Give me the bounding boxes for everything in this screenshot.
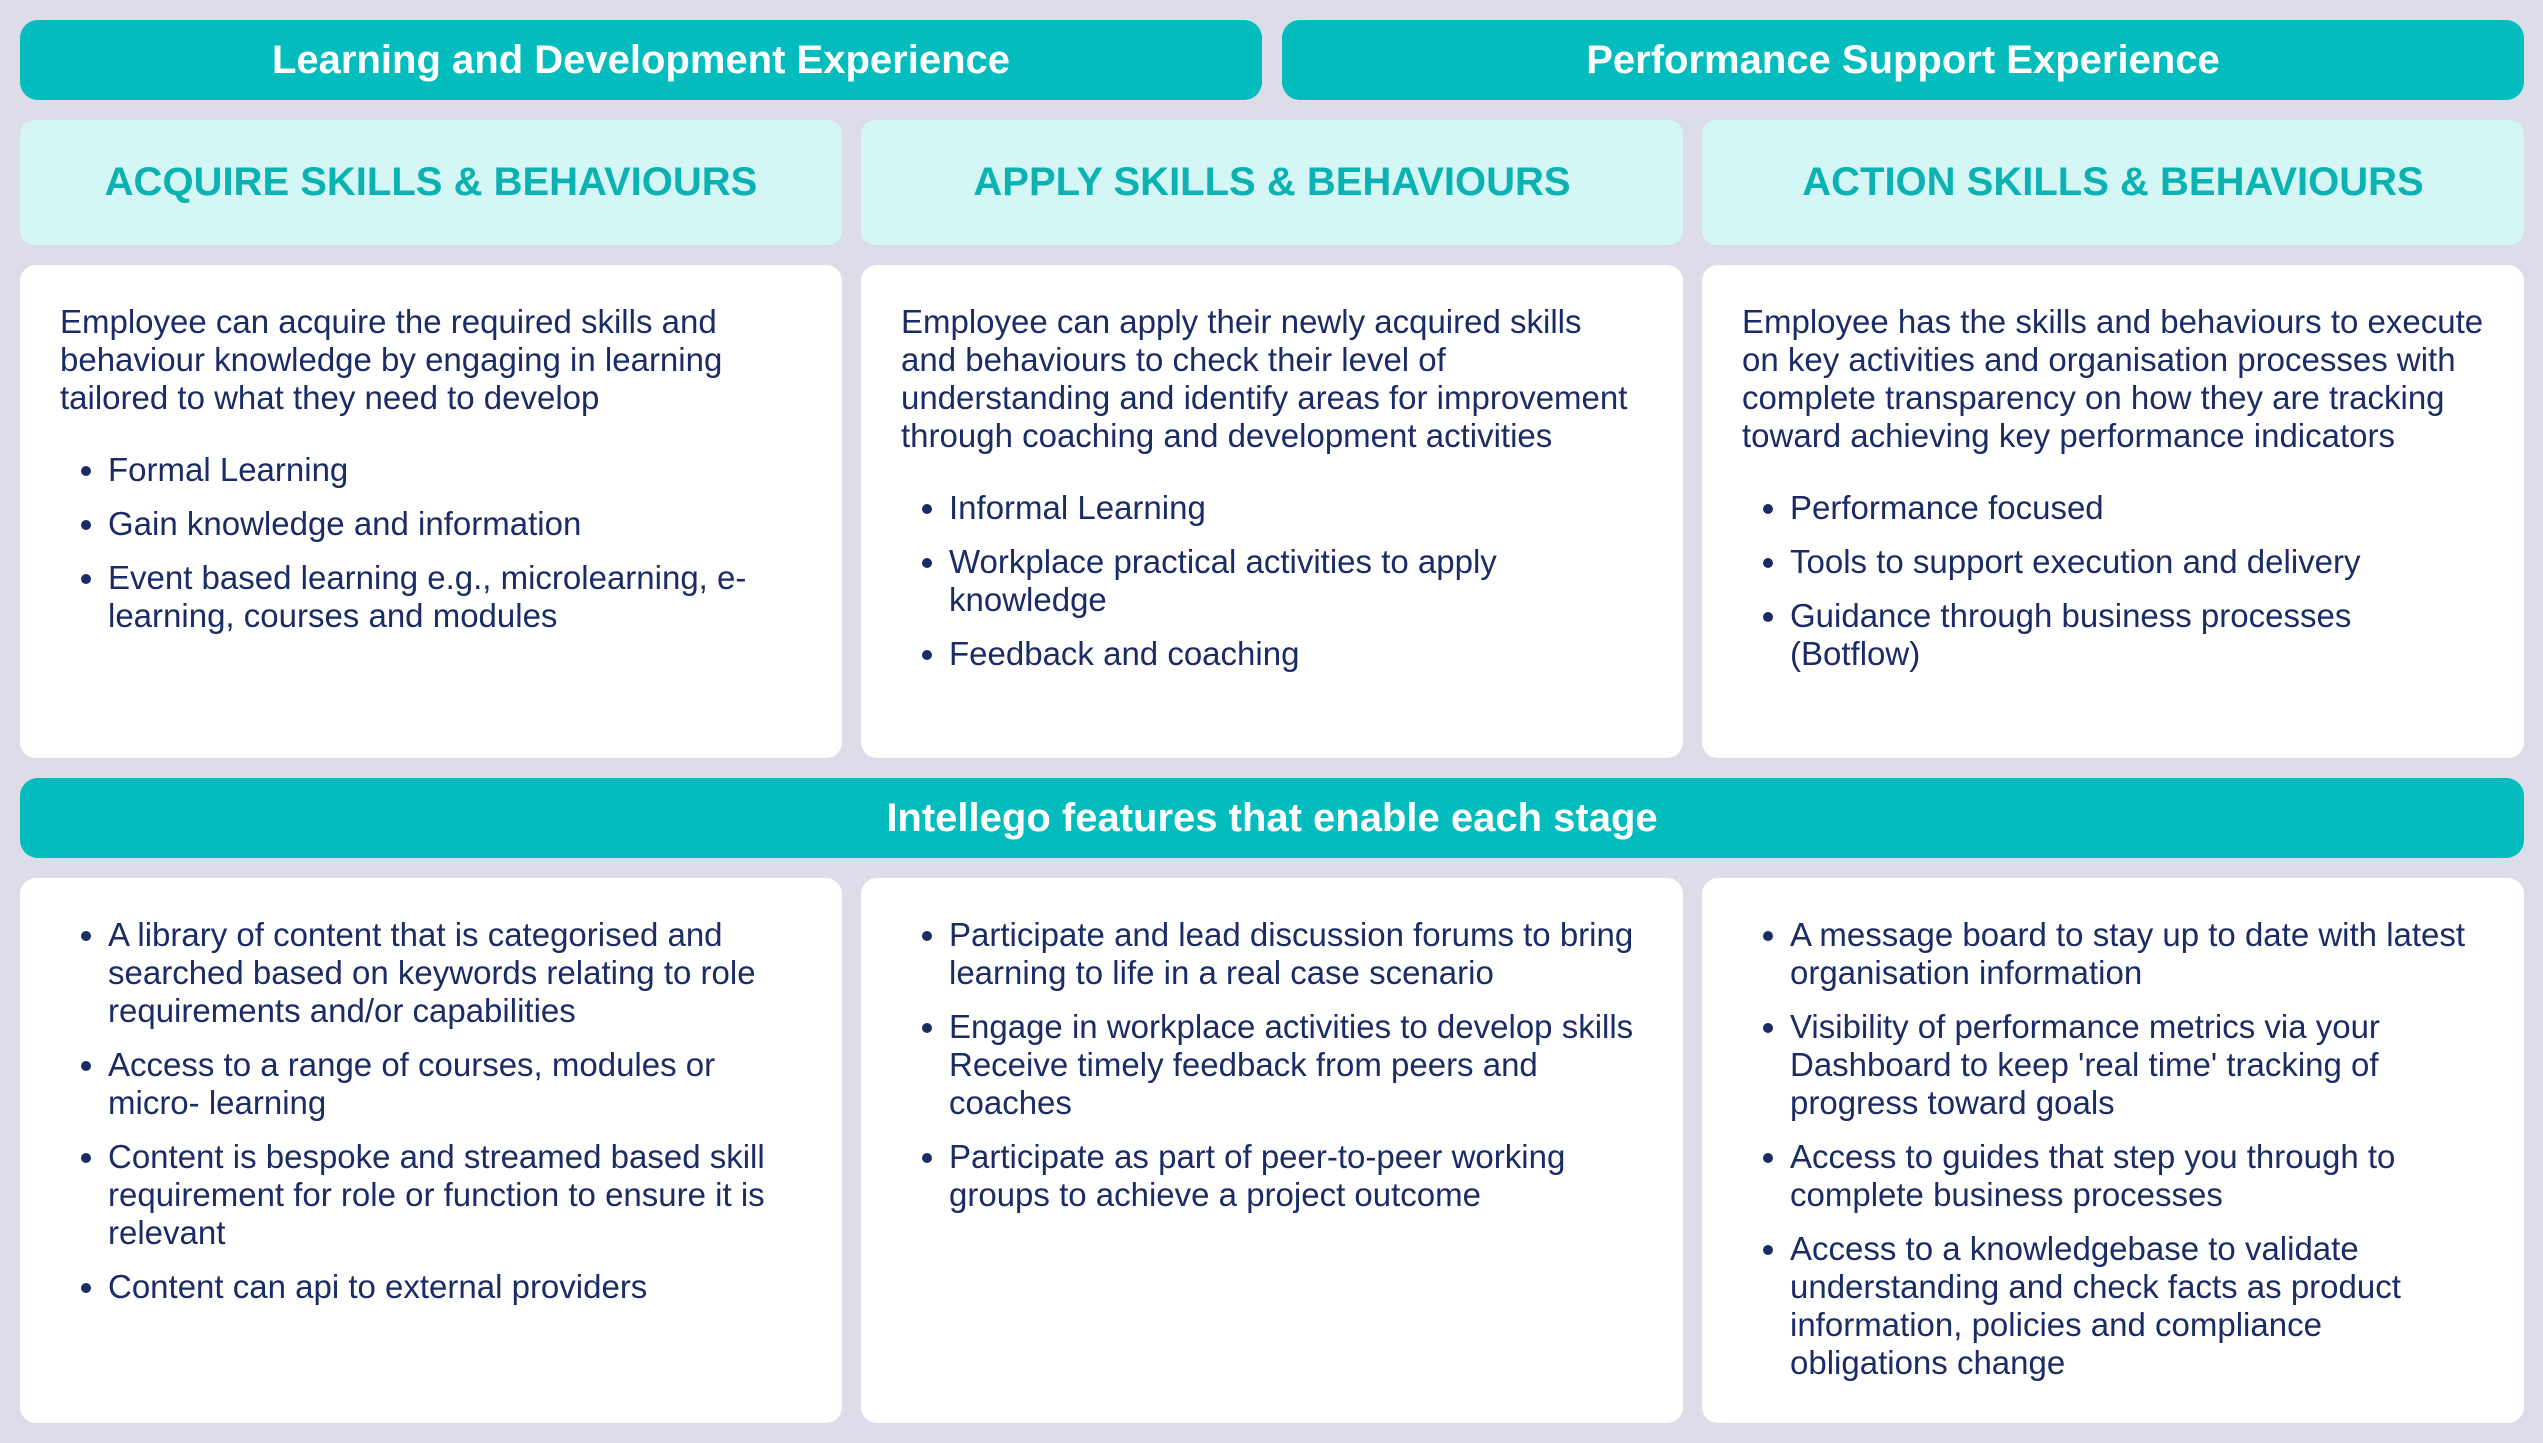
list-item: Engage in workplace activities to develo…	[949, 1008, 1643, 1122]
learning-development-banner: Learning and Development Experience	[20, 20, 1262, 100]
list-item: A message board to stay up to date with …	[1790, 916, 2484, 992]
stage-header-apply: APPLY SKILLS & BEHAVIOURS	[861, 120, 1683, 245]
list-item: Tools to support execution and delivery	[1790, 543, 2484, 581]
list-item: Access to guides that step you through t…	[1790, 1138, 2484, 1214]
list-item: Formal Learning	[108, 451, 802, 489]
stage-card-apply: Employee can apply their newly acquired …	[861, 265, 1683, 758]
features-card-apply: Participate and lead discussion forums t…	[861, 878, 1683, 1423]
list-item: Access to a knowledgebase to validate un…	[1790, 1230, 2484, 1382]
features-list: Participate and lead discussion forums t…	[901, 916, 1643, 1214]
stage-description: Employee can acquire the required skills…	[60, 303, 723, 416]
list-item: Workplace practical activities to apply …	[949, 543, 1643, 619]
features-card-acquire: A library of content that is categorised…	[20, 878, 842, 1423]
list-item: Access to a range of courses, modules or…	[108, 1046, 802, 1122]
stage-card-acquire: Employee can acquire the required skills…	[20, 265, 842, 758]
list-item: Participate and lead discussion forums t…	[949, 916, 1643, 992]
stage-header-acquire: ACQUIRE SKILLS & BEHAVIOURS	[20, 120, 842, 245]
stage-bullet-list: Performance focused Tools to support exe…	[1742, 489, 2484, 673]
list-item: A library of content that is categorised…	[108, 916, 802, 1030]
features-card-action: A message board to stay up to date with …	[1702, 878, 2524, 1423]
features-list: A library of content that is categorised…	[60, 916, 802, 1306]
stage-bullet-list: Formal Learning Gain knowledge and infor…	[60, 451, 802, 635]
list-item: Content can api to external providers	[108, 1268, 802, 1306]
features-banner: Intellego features that enable each stag…	[20, 778, 2524, 858]
stage-card-action: Employee has the skills and behaviours t…	[1702, 265, 2524, 758]
list-item: Participate as part of peer-to-peer work…	[949, 1138, 1643, 1214]
stage-bullet-list: Informal Learning Workplace practical ac…	[901, 489, 1643, 673]
list-item: Feedback and coaching	[949, 635, 1643, 673]
list-item: Visibility of performance metrics via yo…	[1790, 1008, 2484, 1122]
list-item: Guidance through business processes (Bot…	[1790, 597, 2484, 673]
stage-header-action: ACTION SKILLS & BEHAVIOURS	[1702, 120, 2524, 245]
stage-description: Employee can apply their newly acquired …	[901, 303, 1628, 454]
performance-support-banner: Performance Support Experience	[1282, 20, 2524, 100]
stage-description: Employee has the skills and behaviours t…	[1742, 303, 2484, 454]
features-list: A message board to stay up to date with …	[1742, 916, 2484, 1382]
list-item: Informal Learning	[949, 489, 1643, 527]
list-item: Gain knowledge and information	[108, 505, 802, 543]
list-item: Event based learning e.g., microlearning…	[108, 559, 802, 635]
list-item: Content is bespoke and streamed based sk…	[108, 1138, 802, 1252]
list-item: Performance focused	[1790, 489, 2484, 527]
